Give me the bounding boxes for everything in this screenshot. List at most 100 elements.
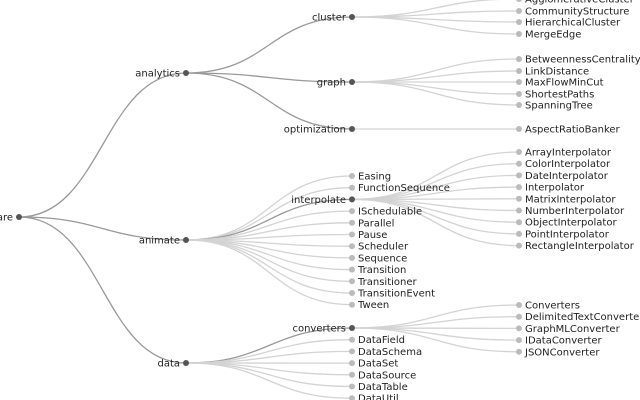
node-parallel-dot xyxy=(349,219,355,226)
leaf-hierarchical-cluster[interactable]: HierarchicalCluster xyxy=(516,18,621,29)
leaf-converters[interactable]: Converters xyxy=(516,301,580,312)
leaf-aspect-ratio-banker[interactable]: AspectRatioBanker xyxy=(516,125,621,136)
leaf-interpolator[interactable]: Interpolator xyxy=(516,183,585,194)
branch-animate[interactable]: animate xyxy=(139,236,189,247)
leaf-graph-mlconverter[interactable]: GraphMLConverter xyxy=(516,324,621,335)
leaf-color-interpolator[interactable]: ColorInterpolator xyxy=(516,159,611,170)
node-scheduler-dot xyxy=(349,243,355,250)
node-transition[interactable]: Transition xyxy=(349,265,406,276)
node-graph[interactable]: graph xyxy=(317,78,355,89)
node-transition-event[interactable]: TransitionEvent xyxy=(349,289,435,300)
node-data-field[interactable]: DataField xyxy=(349,335,405,346)
branch-analytics[interactable]: analytics xyxy=(135,69,189,80)
leaf-graph-mlconverter-dot xyxy=(516,325,522,332)
leaf-merge-edge-dot xyxy=(516,31,522,37)
node-tween-label: Tween xyxy=(357,300,389,311)
root-node[interactable]: are xyxy=(0,213,22,224)
node-transition-label: Transition xyxy=(357,265,406,276)
leaf-date-interpolator-dot xyxy=(516,172,522,179)
leaf-number-interpolator-label: NumberInterpolator xyxy=(525,206,625,217)
node-interpolate[interactable]: interpolate xyxy=(291,195,355,206)
root-node-label: are xyxy=(0,213,13,224)
node-data-util-dot xyxy=(349,395,355,400)
leaf-agglomerative-cluster-dot xyxy=(516,0,522,2)
node-tween[interactable]: Tween xyxy=(349,300,389,311)
leaf-hierarchical-cluster-dot xyxy=(516,19,522,25)
node-scheduler-label: Scheduler xyxy=(358,242,409,253)
leaf-spanning-tree[interactable]: SpanningTree xyxy=(516,101,593,112)
leaf-point-interpolator[interactable]: PointInterpolator xyxy=(516,229,610,240)
link-graph-link-distance xyxy=(351,70,520,83)
leaf-max-flow-min-cut[interactable]: MaxFlowMinCut xyxy=(516,78,604,89)
branch-data[interactable]: data xyxy=(157,359,189,370)
leaf-object-interpolator-dot xyxy=(516,219,522,226)
leaf-object-interpolator[interactable]: ObjectInterpolator xyxy=(516,218,617,229)
node-cluster[interactable]: cluster xyxy=(312,13,355,24)
leaf-aspect-ratio-banker-dot xyxy=(516,126,522,132)
leaf-number-interpolator[interactable]: NumberInterpolator xyxy=(516,206,625,217)
link-graph-spanning-tree xyxy=(351,81,520,106)
link-root-animate xyxy=(18,216,187,241)
leaf-agglomerative-cluster[interactable]: AgglomerativeCluster xyxy=(516,0,635,6)
leaf-point-interpolator-dot xyxy=(516,230,522,237)
leaf-array-interpolator-label: ArrayInterpolator xyxy=(525,148,612,159)
leaf-max-flow-min-cut-dot xyxy=(516,79,522,85)
leaf-betweenness-centrality[interactable]: BetweennessCentrality xyxy=(516,55,640,66)
link-converters-delimited-text-converter xyxy=(351,316,520,329)
leaf-delimited-text-converter-label: DelimitedTextConverter xyxy=(525,312,640,323)
leaf-jsonconverter[interactable]: JSONConverter xyxy=(516,347,600,358)
node-easing[interactable]: Easing xyxy=(349,172,391,183)
node-data-field-dot xyxy=(349,336,355,343)
branch-analytics-dot xyxy=(183,70,189,76)
node-pause[interactable]: Pause xyxy=(349,230,387,241)
node-optimization[interactable]: optimization xyxy=(284,125,355,136)
node-ischedulable[interactable]: ISchedulable xyxy=(349,207,422,218)
leaf-jsonconverter-label: JSONConverter xyxy=(524,347,600,358)
node-data-set[interactable]: DataSet xyxy=(349,359,398,370)
node-cluster-dot xyxy=(349,14,355,20)
link-cluster-merge-edge xyxy=(351,16,520,35)
leaf-community-structure-dot xyxy=(516,8,522,14)
leaf-interpolator-label: Interpolator xyxy=(525,183,585,194)
node-sequence-label: Sequence xyxy=(358,253,407,264)
node-transitioner[interactable]: Transitioner xyxy=(349,277,418,288)
node-ischedulable-dot xyxy=(349,208,355,215)
leaf-link-distance[interactable]: LinkDistance xyxy=(516,67,589,78)
leaf-merge-edge[interactable]: MergeEdge xyxy=(516,30,581,41)
leaf-community-structure[interactable]: CommunityStructure xyxy=(516,7,629,18)
node-data-schema[interactable]: DataSchema xyxy=(349,347,422,358)
leaf-date-interpolator[interactable]: DateInterpolator xyxy=(516,171,609,182)
leaf-idata-converter[interactable]: IDataConverter xyxy=(516,336,603,347)
node-pause-dot xyxy=(349,231,355,238)
node-easing-label: Easing xyxy=(358,172,391,183)
node-graph-dot xyxy=(349,79,355,85)
leaf-delimited-text-converter[interactable]: DelimitedTextConverter xyxy=(516,312,640,323)
node-data-source[interactable]: DataSource xyxy=(349,370,416,381)
node-graph-label: graph xyxy=(317,78,346,89)
node-pause-label: Pause xyxy=(358,230,387,241)
node-scheduler[interactable]: Scheduler xyxy=(349,242,409,253)
link-cluster-community-structure xyxy=(351,10,520,18)
node-function-sequence[interactable]: FunctionSequence xyxy=(349,183,450,194)
leaf-array-interpolator[interactable]: ArrayInterpolator xyxy=(516,148,612,159)
leaf-matrix-interpolator[interactable]: MatrixInterpolator xyxy=(516,194,616,205)
leaf-link-distance-dot xyxy=(516,68,522,74)
leaf-matrix-interpolator-label: MatrixInterpolator xyxy=(525,194,616,205)
leaf-delimited-text-converter-dot xyxy=(516,313,522,320)
leaf-shortest-paths[interactable]: ShortestPaths xyxy=(516,90,594,101)
leaf-max-flow-min-cut-label: MaxFlowMinCut xyxy=(525,78,604,89)
link-interpolate-rectangle-interpolator xyxy=(351,198,520,247)
branch-animate-dot xyxy=(183,237,189,243)
node-converters[interactable]: converters xyxy=(292,324,355,335)
leaf-array-interpolator-dot xyxy=(516,149,522,155)
leaf-community-structure-label: CommunityStructure xyxy=(525,7,629,18)
node-parallel[interactable]: Parallel xyxy=(349,218,394,229)
node-data-schema-dot xyxy=(349,348,355,355)
node-sequence[interactable]: Sequence xyxy=(349,253,407,264)
leaf-rectangle-interpolator[interactable]: RectangleInterpolator xyxy=(516,241,635,252)
node-tween-dot xyxy=(349,301,355,308)
node-data-util[interactable]: DataUtil xyxy=(349,394,399,400)
node-data-table[interactable]: DataTable xyxy=(349,382,408,393)
node-interpolate-label: interpolate xyxy=(291,195,346,206)
node-data-util-label: DataUtil xyxy=(358,394,399,400)
